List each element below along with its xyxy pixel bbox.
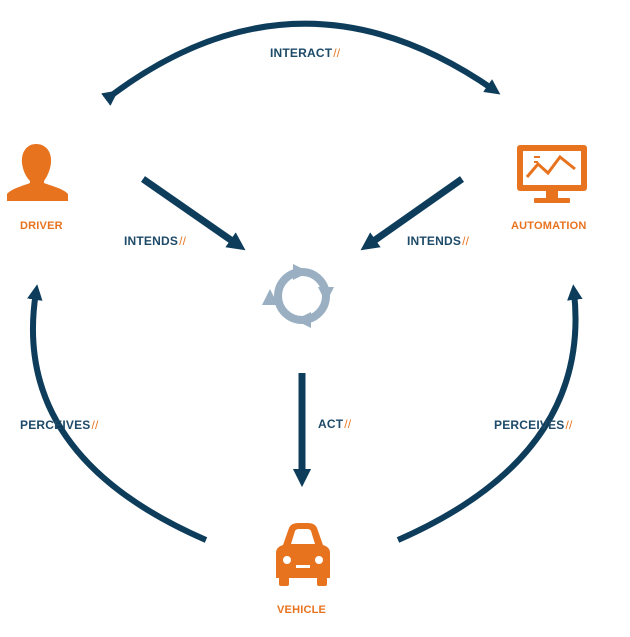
intends-left-slash: // xyxy=(179,234,187,248)
driver-intends-arrow xyxy=(141,176,246,251)
driver-label: DRIVER xyxy=(20,220,63,232)
car-icon xyxy=(276,523,330,586)
act-text: ACT xyxy=(318,417,344,431)
vehicle-label: VEHICLE xyxy=(277,604,327,616)
automation-perceives-arrow xyxy=(396,284,583,543)
perceives-right-text: PERCEIVES xyxy=(494,418,565,432)
intends-right-text: INTENDS xyxy=(407,234,462,248)
interact-arrow xyxy=(101,20,501,106)
perceives-left-slash: // xyxy=(91,418,99,432)
interact-slash: // xyxy=(333,46,341,60)
act-slash: // xyxy=(344,417,352,431)
perceives-right-slash: // xyxy=(565,418,573,432)
automation-intends-arrow xyxy=(360,176,465,251)
intends-right-slash: // xyxy=(462,234,470,248)
cycle-icon xyxy=(262,264,334,328)
person-icon xyxy=(7,144,68,201)
interact-label: INTERACT// xyxy=(270,46,340,60)
perceives-left-label: PERCEIVES// xyxy=(20,418,99,432)
monitor-chart-icon xyxy=(517,145,587,203)
perceives-left-text: PERCEIVES xyxy=(20,418,91,432)
driver-perceives-arrow xyxy=(27,284,208,543)
intends-left-text: INTENDS xyxy=(124,234,179,248)
intends-right-label: INTENDS// xyxy=(407,234,469,248)
perceives-right-label: PERCEIVES// xyxy=(494,418,573,432)
interact-text: INTERACT xyxy=(270,46,333,60)
intends-left-label: INTENDS// xyxy=(124,234,186,248)
act-label: ACT// xyxy=(318,417,351,431)
automation-label: AUTOMATION xyxy=(511,220,587,232)
